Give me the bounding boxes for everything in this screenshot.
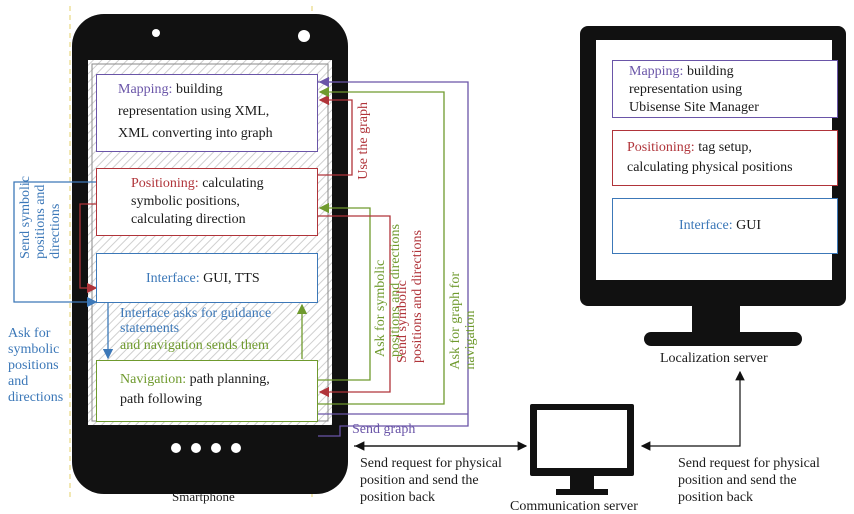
comm-base xyxy=(556,489,608,495)
send-symbolic-right-arrow xyxy=(318,215,391,398)
ask-symbolic-left-label: Ask for xyxy=(8,326,51,341)
localization-request-arrow xyxy=(644,370,745,447)
navigation-key: Navigation: xyxy=(120,372,187,387)
mapping-key: Mapping: xyxy=(118,82,173,97)
ask-symbolic-left-label: positions xyxy=(8,358,59,373)
server-mapping-text: building xyxy=(683,64,734,79)
monitor-base xyxy=(644,332,802,346)
home-dot-icon xyxy=(191,443,201,453)
server-interface-box: Interface: GUI xyxy=(612,198,838,254)
ask-symbolic-left-label: symbolic xyxy=(8,342,60,357)
navigation-text: path planning, xyxy=(186,372,270,387)
phone-mapping-box: Mapping: building representation using X… xyxy=(96,74,318,152)
ask-graph-arrow xyxy=(318,86,445,405)
positioning-text: calculating xyxy=(198,176,264,191)
request-left-label: position and send the xyxy=(360,473,479,488)
localization-server-caption: Localization server xyxy=(660,351,768,366)
server-positioning-text: tag setup, xyxy=(694,140,752,155)
server-mapping-box: Mapping: building representation using U… xyxy=(612,60,838,118)
positioning-key: Positioning: xyxy=(131,176,199,191)
positioning-to-interface-arrow xyxy=(79,203,98,294)
send-symbolic-left-label: Send symbolic positions and directions xyxy=(18,176,63,259)
mapping-text: building xyxy=(172,82,223,97)
home-dot-icon xyxy=(171,443,181,453)
home-dot-icon xyxy=(211,443,221,453)
interface-text: GUI, TTS xyxy=(199,271,260,286)
server-positioning-text: calculating physical positions xyxy=(627,160,793,175)
mapping-text: representation using XML, xyxy=(118,104,270,119)
server-positioning-key: Positioning: xyxy=(627,140,695,155)
send-symbolic-left-arrow xyxy=(13,181,98,308)
home-dot-icon xyxy=(231,443,241,453)
communication-server-caption: Communication server xyxy=(510,499,638,514)
server-positioning-box: Positioning: tag setup, calculating phys… xyxy=(612,130,838,186)
phone-interface-box: Interface: GUI, TTS xyxy=(96,253,318,303)
server-interface-key: Interface: xyxy=(679,218,733,233)
send-symbolic-right-label: Send symbolic positions and directions xyxy=(395,230,425,363)
phone-navigation-box: Navigation: path planning, path followin… xyxy=(96,360,318,422)
speaker-icon xyxy=(152,29,160,37)
server-mapping-key: Mapping: xyxy=(629,64,684,79)
use-graph-arrow xyxy=(318,94,353,176)
ask-symbolic-right-arrow xyxy=(318,202,371,381)
request-right-label: position back xyxy=(678,490,754,505)
ask-symbolic-left-label: directions xyxy=(8,390,64,405)
positioning-text: symbolic positions, xyxy=(131,194,240,209)
smartphone-caption: Smartphone xyxy=(172,489,235,504)
send-graph-label: Send graph xyxy=(352,422,416,437)
request-right-label: Send request for physical xyxy=(678,456,820,471)
ask-symbolic-left-label: and xyxy=(8,374,29,389)
positioning-text: calculating direction xyxy=(131,212,246,227)
interface-key: Interface: xyxy=(146,271,200,286)
mapping-text: XML converting into graph xyxy=(118,126,273,141)
request-right-label: position and send the xyxy=(678,473,797,488)
server-mapping-text: representation using xyxy=(629,82,743,97)
server-interface-text: GUI xyxy=(732,218,762,233)
use-graph-label: Use the graph xyxy=(356,102,371,180)
guidance-label: Interface asks for guidance xyxy=(120,306,272,321)
guidance-label: and navigation sends them xyxy=(120,338,269,353)
comm-screen xyxy=(537,410,627,468)
ask-graph-label: Ask for graph for navigation xyxy=(448,272,478,370)
phone-positioning-box: Positioning: calculating symbolic positi… xyxy=(96,168,318,236)
request-left-label: Send request for physical xyxy=(360,456,502,471)
monitor-stand xyxy=(692,306,740,336)
navigation-text: path following xyxy=(120,392,203,407)
server-mapping-text: Ubisense Site Manager xyxy=(629,100,759,115)
send-graph-outer xyxy=(318,81,469,437)
comm-stand xyxy=(570,476,594,492)
request-left-label: position back xyxy=(360,490,436,505)
camera-icon xyxy=(298,30,310,42)
guidance-label: statements xyxy=(120,321,180,336)
